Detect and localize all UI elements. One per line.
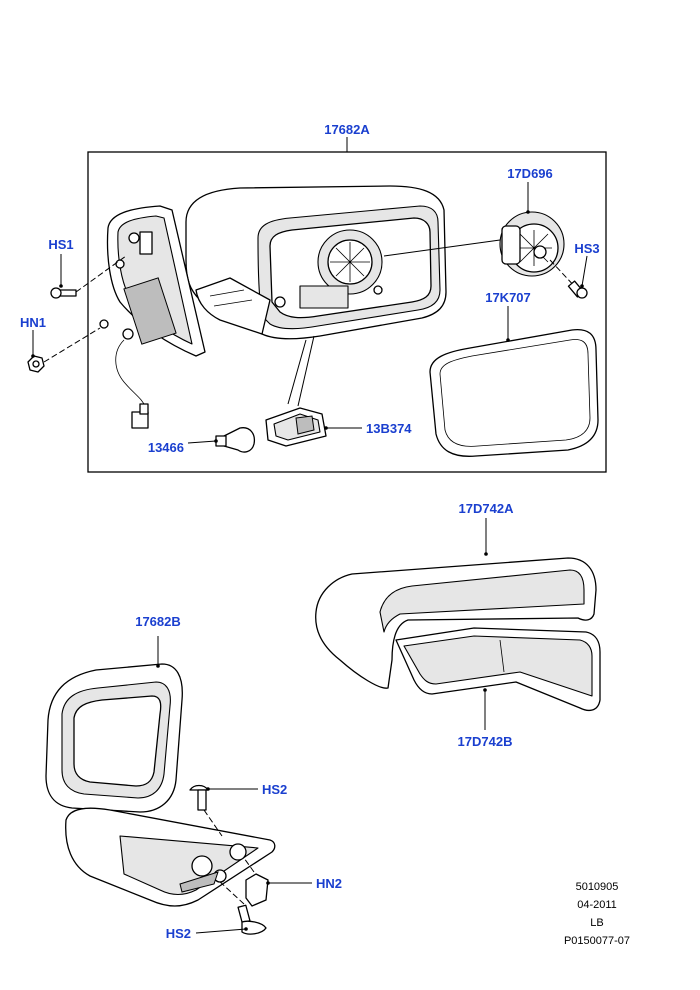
label-HS2-top: HS2 <box>262 782 287 797</box>
mirror-cover-group <box>315 518 601 730</box>
nut-hn2-icon <box>243 857 312 907</box>
illustration-id: P0150077-07 <box>564 935 630 947</box>
label-13B374: 13B374 <box>366 421 412 436</box>
label-HN1: HN1 <box>20 315 46 330</box>
label-HS1: HS1 <box>48 237 73 252</box>
screw-hs3-icon <box>549 259 588 299</box>
base-plate <box>99 205 206 429</box>
adjuster-motor <box>499 211 565 277</box>
label-17682A: 17682A <box>324 122 370 137</box>
screw-hs2-top-icon <box>189 784 258 837</box>
label-13466: 13466 <box>148 440 184 455</box>
doc-date: 04-2011 <box>577 899 617 911</box>
bulb-icon <box>215 427 256 453</box>
screw-hs1-icon <box>50 287 77 299</box>
label-17D742B: 17D742B <box>458 734 513 749</box>
label-17K707: 17K707 <box>485 290 531 305</box>
nut-hn1-icon <box>27 355 45 373</box>
label-HN2: HN2 <box>316 876 342 891</box>
label-17D696: 17D696 <box>507 166 553 181</box>
bottom-assembly-group <box>45 636 276 907</box>
label-HS3: HS3 <box>574 241 599 256</box>
label-HS2-bottom: HS2 <box>166 926 191 941</box>
doc-code: LB <box>590 917 603 929</box>
mirror-glass <box>429 328 599 457</box>
lamp-icon <box>265 407 327 447</box>
label-17682B: 17682B <box>135 614 181 629</box>
doc-number: 5010905 <box>576 881 619 893</box>
mirror-housing <box>185 185 447 340</box>
top-assembly-group <box>27 137 607 473</box>
label-17D742A: 17D742A <box>459 501 515 516</box>
screw-hs2-bottom-icon <box>195 879 267 935</box>
